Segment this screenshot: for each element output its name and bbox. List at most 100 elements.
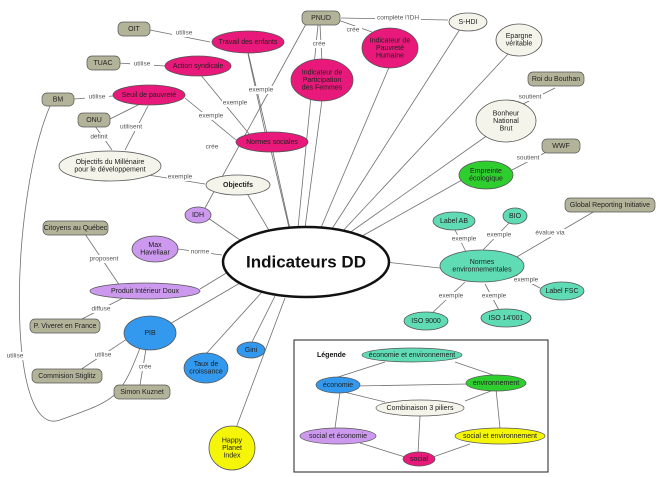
- node-label: pour le développement: [74, 167, 145, 174]
- svg-text:Commision Stiglitz: Commision Stiglitz: [38, 373, 96, 380]
- edge-center-pid: [199, 271, 229, 290]
- node-pid: Produit Intérieur Doux: [89, 282, 201, 300]
- node-label: Empreinte: [470, 168, 502, 175]
- node-label: Happy: [222, 437, 243, 444]
- edge-label: utilise: [7, 353, 24, 360]
- center-node-label: Indicateurs DD: [246, 252, 366, 271]
- edge-label: exemple: [439, 293, 464, 300]
- svg-text:environnement: environnement: [473, 380, 519, 387]
- node-fsc: Label FSC: [539, 281, 585, 301]
- node-label: Max: [148, 242, 162, 249]
- actor-gri: Global Reporting Initiative: [564, 197, 656, 213]
- node-label: véritable: [506, 41, 533, 48]
- svg-text:Combinaison 3 piliers: Combinaison 3 piliers: [387, 405, 454, 412]
- edge-label: proposent: [90, 256, 119, 263]
- svg-text:Global Reporting Initiative: Global Reporting Initiative: [570, 202, 650, 209]
- node-label: PIB: [144, 330, 156, 337]
- edge-center-ipauv: [319, 64, 391, 231]
- legend-eco-env: économie et environnement: [361, 347, 463, 363]
- node-label: Seuil de pauvreté: [122, 92, 177, 99]
- legend-title: Légende: [317, 352, 346, 359]
- node-label: Planet: [222, 445, 242, 452]
- node-bio: BIO: [502, 207, 528, 225]
- edge-center-objectifs: [244, 189, 271, 233]
- svg-text:PNUD: PNUD: [311, 15, 331, 22]
- edge-label: évalue via: [535, 230, 565, 237]
- node-label: Haveliaar: [140, 250, 170, 257]
- svg-text:social et économie: social et économie: [309, 433, 367, 440]
- svg-text:Roi du Bouthan: Roi du Bouthan: [532, 76, 580, 83]
- legend-social: social: [402, 451, 436, 467]
- edge-label: exemple: [199, 113, 224, 120]
- actor-stiglitz: Commision Stiglitz: [31, 368, 103, 384]
- node-label: Produit Intérieur Doux: [111, 288, 180, 295]
- edge-label: soutient: [519, 94, 542, 101]
- node-label: Label FSC: [545, 288, 578, 295]
- edge-center-taux: [204, 291, 263, 356]
- edge-label: exemple: [168, 174, 193, 181]
- svg-text:OIT: OIT: [128, 26, 140, 33]
- actor-kuznet: Simon Kuznet: [113, 384, 171, 400]
- edge-labels: utilise utilise utilise utilisent défini…: [4, 14, 566, 371]
- node-label: National: [493, 118, 519, 125]
- node-label: Gini: [245, 347, 258, 354]
- edge-label: utilise: [89, 94, 106, 101]
- edge-center-shdi: [329, 25, 463, 233]
- svg-text:Simon Kuznet: Simon Kuznet: [120, 389, 164, 396]
- svg-text:BM: BM: [53, 96, 64, 103]
- edge-center-ipf: [304, 99, 323, 229]
- edge-label: exemple: [452, 236, 477, 243]
- svg-text:Citoyens au Québec: Citoyens au Québec: [44, 225, 108, 232]
- node-labelab: Label AB: [432, 211, 476, 231]
- edge-label: exemple: [249, 87, 274, 94]
- node-label: Normes sociales: [246, 139, 298, 146]
- svg-text:TUAC: TUAC: [93, 60, 112, 67]
- edge-center-epargne: [339, 51, 511, 235]
- node-label: Action syndicale: [173, 63, 224, 70]
- node-label: Indicateur de: [302, 69, 343, 76]
- edge-label: utilise: [95, 352, 112, 359]
- node-label: croissance: [189, 369, 223, 376]
- edge-label: crée: [347, 27, 360, 34]
- actor-wwf: WWF: [541, 138, 581, 154]
- edge-center-empreinte: [354, 179, 463, 241]
- edge-label: crée: [206, 144, 219, 151]
- svg-text:social: social: [410, 456, 428, 463]
- node-label: écologique: [469, 176, 503, 183]
- edge-label: exemple: [487, 232, 512, 239]
- svg-text:économie et environnement: économie et environnement: [369, 352, 455, 359]
- center-node: Indicateurs DD: [221, 225, 391, 299]
- legend-piliers: Combinaison 3 piliers: [375, 399, 465, 417]
- edge-label: exemple: [223, 100, 248, 107]
- edge-label: utilisent: [120, 124, 142, 131]
- edge-center-pib: [167, 282, 241, 326]
- node-label: Pauvreté: [376, 45, 404, 52]
- node-label: Taux de: [194, 361, 219, 368]
- node-label: des Femmes: [302, 84, 343, 91]
- actor-onu: ONU: [77, 112, 111, 128]
- legend-economie: économie: [315, 376, 361, 394]
- legend-environnement: environnement: [465, 374, 527, 392]
- node-label: Objectifs du Millénaire: [76, 159, 145, 166]
- node-gini: Gini: [236, 341, 266, 359]
- edge-label: complète l'IDH: [377, 15, 419, 22]
- node-label: Participation: [303, 77, 342, 84]
- svg-text:ONU: ONU: [86, 117, 102, 124]
- edge-label: utilise: [134, 61, 151, 68]
- node-label: ISO 14'001: [489, 315, 524, 322]
- svg-text:WWF: WWF: [552, 143, 570, 150]
- node-label: S-HDI: [458, 19, 477, 26]
- svg-text:économie: économie: [323, 382, 353, 389]
- edge-center-happy: [235, 297, 286, 429]
